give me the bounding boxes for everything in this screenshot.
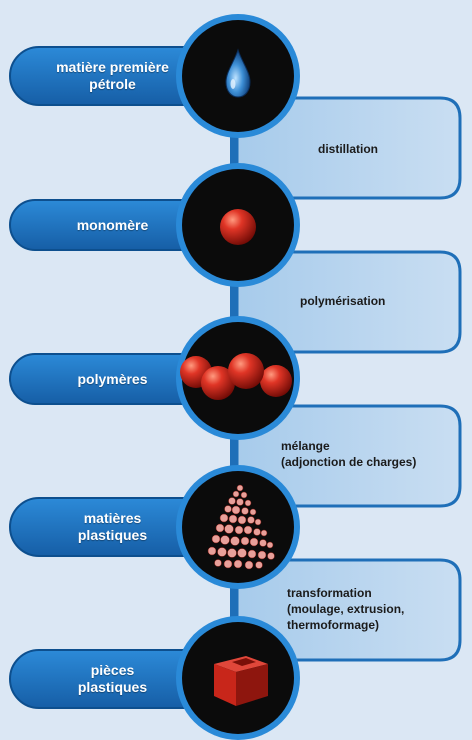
- stage-label-polymeres: polymères: [20, 371, 205, 388]
- stage-label-line1: matière première: [20, 59, 205, 76]
- transition-line2: (moulage, extrusion,: [287, 601, 404, 617]
- transition-line2: (adjonction de charges): [281, 454, 416, 470]
- cube-icon: [214, 656, 268, 706]
- stage-label-line2: plastiques: [20, 679, 205, 696]
- stage-label-monomere: monomère: [20, 217, 205, 234]
- transition-line1: transformation: [287, 585, 404, 601]
- transition-label-melange: mélange (adjonction de charges): [281, 438, 416, 470]
- transition-line1: distillation: [318, 141, 378, 157]
- transition-line3: thermoformage): [287, 617, 404, 633]
- sphere-icon: [220, 209, 256, 245]
- stage-label-line1: polymères: [20, 371, 205, 388]
- transition-label-distillation: distillation: [318, 141, 378, 157]
- stage-label-pieces-plastiques: pièces plastiques: [20, 662, 205, 696]
- transition-line1: polymérisation: [300, 293, 385, 309]
- stage-label-line1: matières: [20, 510, 205, 527]
- stage-label-line1: pièces: [20, 662, 205, 679]
- transition-label-transformation: transformation (moulage, extrusion, ther…: [287, 585, 404, 633]
- stage-label-petrole: matière première pétrole: [20, 59, 205, 93]
- stage-label-line2: pétrole: [20, 76, 205, 93]
- transition-label-polymerisation: polymérisation: [300, 293, 385, 309]
- transition-line1: mélange: [281, 438, 416, 454]
- stage-label-line2: plastiques: [20, 527, 205, 544]
- stage-label-matieres-plastiques: matières plastiques: [20, 510, 205, 544]
- stage-label-line1: monomère: [20, 217, 205, 234]
